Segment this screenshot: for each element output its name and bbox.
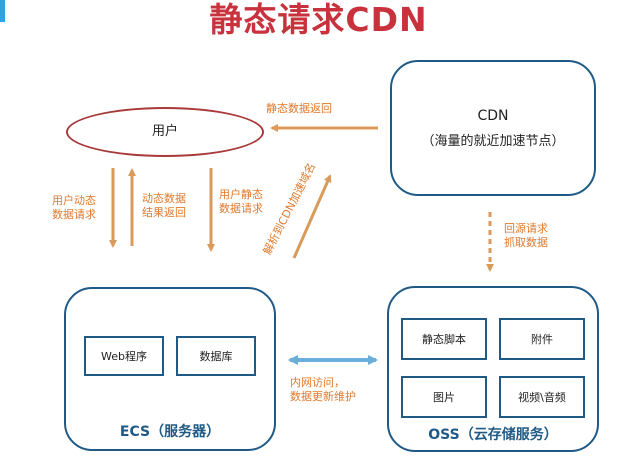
dynamic-result-note-line2: 结果返回 bbox=[142, 206, 186, 219]
intranet-note-line1: 内网访问， bbox=[290, 376, 345, 389]
image-label: 图片 bbox=[433, 391, 455, 404]
static-script-block: 静态脚本 bbox=[401, 318, 487, 360]
cdn-title: CDN bbox=[477, 108, 509, 124]
database-label: 数据库 bbox=[199, 350, 233, 363]
web-program-label: Web程序 bbox=[101, 350, 147, 363]
user-static-note-line2: 数据请求 bbox=[219, 202, 263, 215]
resolve-cdn-arrow bbox=[292, 174, 332, 259]
attachment-label: 附件 bbox=[531, 333, 553, 346]
oss-box: 静态脚本 附件 图片 视频\音频 OSS（云存储服务） bbox=[387, 286, 599, 452]
user-label: 用户 bbox=[151, 124, 178, 139]
corner-accent-bar bbox=[0, 0, 5, 22]
video-audio-block: 视频\音频 bbox=[499, 376, 585, 418]
static-return-note: 静态数据返回 bbox=[266, 102, 332, 115]
user-dynamic-note-line2: 数据请求 bbox=[52, 208, 96, 221]
oss-label: OSS（云存储服务） bbox=[428, 427, 558, 443]
dynamic-result-note-line1: 动态数据 bbox=[142, 192, 186, 205]
image-block: 图片 bbox=[401, 376, 487, 418]
web-program-block: Web程序 bbox=[84, 336, 164, 376]
static-script-label: 静态脚本 bbox=[422, 333, 466, 346]
cdn-subtitle: （海量的就近加速节点） bbox=[421, 134, 565, 149]
origin-fetch-note-line2: 抓取数据 bbox=[504, 236, 548, 249]
attachment-block: 附件 bbox=[499, 318, 585, 360]
intranet-note-line2: 数据更新维护 bbox=[290, 390, 356, 403]
origin-fetch-note: 回源请求 抓取数据 bbox=[504, 222, 548, 250]
intranet-note: 内网访问， 数据更新维护 bbox=[290, 376, 356, 404]
database-block: 数据库 bbox=[176, 336, 256, 376]
user-static-note: 用户静态 数据请求 bbox=[219, 188, 263, 216]
ecs-box: Web程序 数据库 ECS（服务器） bbox=[64, 287, 276, 451]
dynamic-result-note: 动态数据 结果返回 bbox=[142, 192, 186, 220]
origin-fetch-note-line1: 回源请求 bbox=[504, 222, 548, 235]
video-audio-label: 视频\音频 bbox=[518, 391, 566, 404]
cdn-box: CDN （海量的就近加速节点） bbox=[390, 60, 596, 196]
diagram-title: 静态请求CDN bbox=[209, 0, 428, 39]
user-node bbox=[66, 107, 264, 157]
user-dynamic-note-line1: 用户动态 bbox=[52, 194, 96, 207]
user-static-note-line1: 用户静态 bbox=[219, 188, 263, 201]
ecs-label: ECS（服务器） bbox=[119, 424, 221, 440]
user-dynamic-note: 用户动态 数据请求 bbox=[52, 194, 96, 222]
